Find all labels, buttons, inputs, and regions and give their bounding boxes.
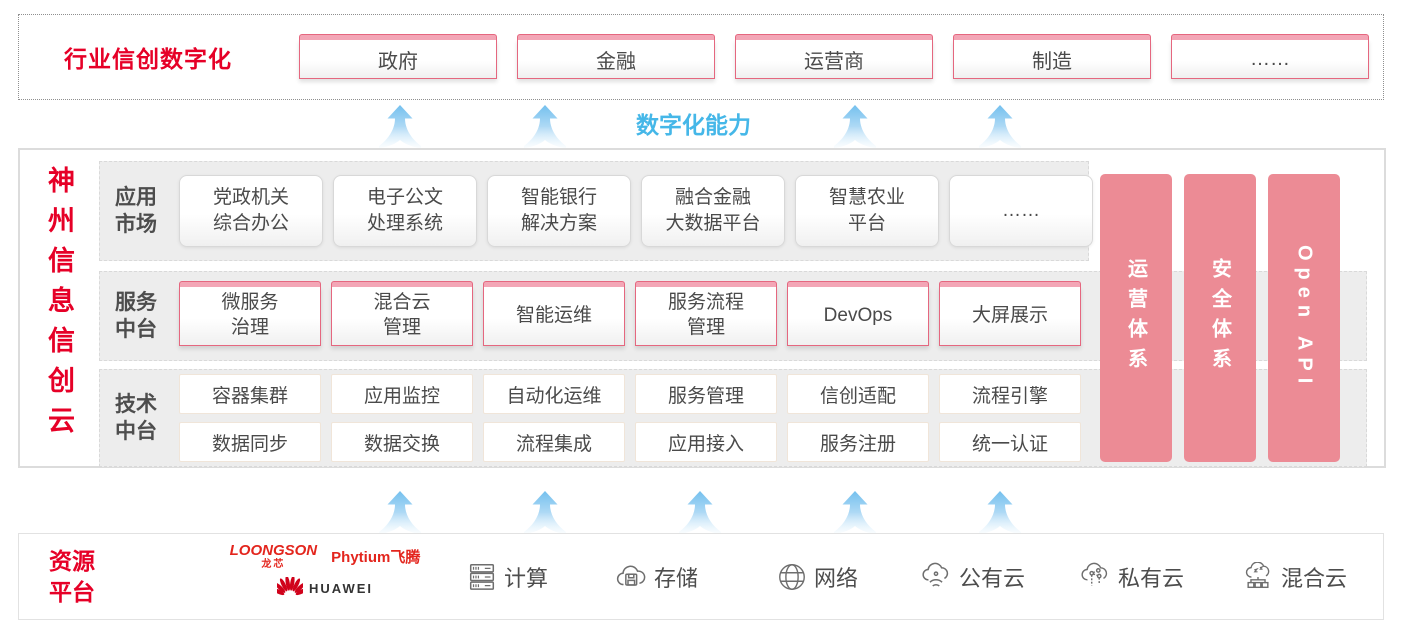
service-card-microservice-governance: 微服务 治理 <box>179 281 321 346</box>
loongson-logo: LOONGSON 龙芯 <box>230 543 318 570</box>
sector-card-more: …… <box>1171 34 1369 79</box>
huawei-wordmark: HUAWEI <box>309 580 373 596</box>
service-card-devops: DevOps <box>787 281 929 346</box>
network-icon <box>779 563 805 590</box>
tech-card-xinchuang-adaptation: 信创适配 <box>787 374 929 414</box>
resource-item-public-cloud: 公有云 <box>919 561 1025 593</box>
capability-label: 数字化能力 <box>636 112 751 138</box>
service-platform-items: 微服务 治理 混合云 管理 智能运维 服务流程 管理 DevOps 大屏展示 <box>179 281 1081 346</box>
resource-item-private-cloud: 私有云 <box>1078 561 1184 593</box>
phytium-logo: Phytium飞腾 <box>331 549 421 566</box>
app-card-party-gov-office: 党政机关 综合办公 <box>179 175 323 247</box>
up-arrow-icon <box>524 491 566 534</box>
public-cloud-icon <box>922 562 949 587</box>
up-arrow-icon <box>679 491 721 534</box>
hybrid-cloud-icon <box>1245 561 1270 588</box>
resource-item-label: 混合云 <box>1281 565 1348 591</box>
huawei-logo: HUAWEI <box>217 577 433 599</box>
resource-item-label: 私有云 <box>1118 565 1185 591</box>
resource-platform-section: 资源 平台 LOONGSON 龙芯 Phytium飞腾 <box>18 533 1384 620</box>
industry-digitalization-section: 行业信创数字化 政府 金融 运营商 制造 …… <box>18 14 1384 100</box>
up-arrow-icon <box>834 491 876 534</box>
up-arrow-icon <box>379 105 421 148</box>
resource-item-label: 计算 <box>504 565 549 591</box>
resource-item-label: 存储 <box>654 565 699 591</box>
pillar-open-api: Open API <box>1268 174 1340 462</box>
sector-card-government: 政府 <box>299 34 497 79</box>
service-card-big-screen: 大屏展示 <box>939 281 1081 346</box>
huawei-flower-icon <box>277 577 303 596</box>
resource-item-storage: 存储 <box>614 561 698 593</box>
private-cloud-icon <box>1081 562 1108 585</box>
vendor-logos-row: LOONGSON 龙芯 Phytium飞腾 <box>217 543 433 570</box>
app-card-more: …… <box>949 175 1093 247</box>
app-market-row: 应用 市场 党政机关 综合办公 电子公文 处理系统 智能银行 解决方案 融合金融… <box>99 161 1093 261</box>
resource-item-label: 公有云 <box>959 565 1026 591</box>
up-arrow-icon <box>979 105 1021 148</box>
resource-item-label: 网络 <box>814 565 859 591</box>
service-card-hybrid-cloud-mgmt: 混合云 管理 <box>331 281 473 346</box>
sector-list: 政府 金融 运营商 制造 …… <box>299 34 1369 79</box>
tech-card-service-registry: 服务注册 <box>787 422 929 462</box>
service-platform-label: 服务 中台 <box>115 290 157 341</box>
sector-card-finance: 金融 <box>517 34 715 79</box>
app-market-label: 应用 市场 <box>115 185 157 236</box>
tech-card-service-mgmt: 服务管理 <box>635 374 777 414</box>
tech-card-process-engine: 流程引擎 <box>939 374 1081 414</box>
tech-card-container-cluster: 容器集群 <box>179 374 321 414</box>
tech-card-automated-ops: 自动化运维 <box>483 374 625 414</box>
loongson-chinese-name: 龙芯 <box>261 559 286 570</box>
up-arrow-icon <box>834 105 876 148</box>
tech-card-unified-auth: 统一认证 <box>939 422 1081 462</box>
tech-platform-items: 容器集群 应用监控 自动化运维 服务管理 信创适配 流程引擎 数据同步 数据交换… <box>179 374 1081 462</box>
app-card-edoc-system: 电子公文 处理系统 <box>333 175 477 247</box>
tech-card-process-integration: 流程集成 <box>483 422 625 462</box>
loongson-wordmark: LOONGSON <box>229 542 318 559</box>
resource-item-compute: 计算 <box>466 561 548 593</box>
chip-vendor-logos: LOONGSON 龙芯 Phytium飞腾 <box>217 543 433 599</box>
sector-card-operator: 运营商 <box>735 34 933 79</box>
up-arrow-icon <box>379 491 421 534</box>
resource-item-hybrid-cloud: 混合云 <box>1241 561 1347 593</box>
up-arrow-icon <box>979 491 1021 534</box>
sector-card-manufacturing: 制造 <box>953 34 1151 79</box>
cloud-platform-title: 神州信息信创云 <box>44 166 74 446</box>
tech-card-data-sync: 数据同步 <box>179 422 321 462</box>
service-card-service-process-mgmt: 服务流程 管理 <box>635 281 777 346</box>
tech-middle-platform-row: 技术 中台 容器集群 应用监控 自动化运维 服务管理 信创适配 流程引擎 数据同… <box>99 369 1367 467</box>
resource-item-network: 网络 <box>776 561 858 593</box>
up-arrow-icon <box>524 105 566 148</box>
service-middle-platform-row: 服务 中台 微服务 治理 混合云 管理 智能运维 服务流程 管理 DevOps … <box>99 271 1367 361</box>
resource-platform-title: 资源 平台 <box>49 547 95 605</box>
app-card-finance-bigdata: 融合金融 大数据平台 <box>641 175 785 247</box>
pillar-operations-system: 运营体系 <box>1100 174 1172 462</box>
tech-card-app-access: 应用接入 <box>635 422 777 462</box>
storage-icon <box>616 565 646 586</box>
pillar-security-system: 安全体系 <box>1184 174 1256 462</box>
app-card-smart-agriculture: 智慧农业 平台 <box>795 175 939 247</box>
service-card-intelligent-ops: 智能运维 <box>483 281 625 346</box>
tech-card-data-exchange: 数据交换 <box>331 422 473 462</box>
app-market-items: 党政机关 综合办公 电子公文 处理系统 智能银行 解决方案 融合金融 大数据平台… <box>179 175 1093 247</box>
industry-section-title: 行业信创数字化 <box>64 46 232 72</box>
tech-card-app-monitoring: 应用监控 <box>331 374 473 414</box>
app-card-smart-banking: 智能银行 解决方案 <box>487 175 631 247</box>
cloud-platform-section: 神州信息信创云 应用 市场 党政机关 综合办公 电子公文 处理系统 智能银行 解… <box>18 148 1386 468</box>
tech-platform-label: 技术 中台 <box>115 392 157 443</box>
compute-icon <box>469 563 495 590</box>
